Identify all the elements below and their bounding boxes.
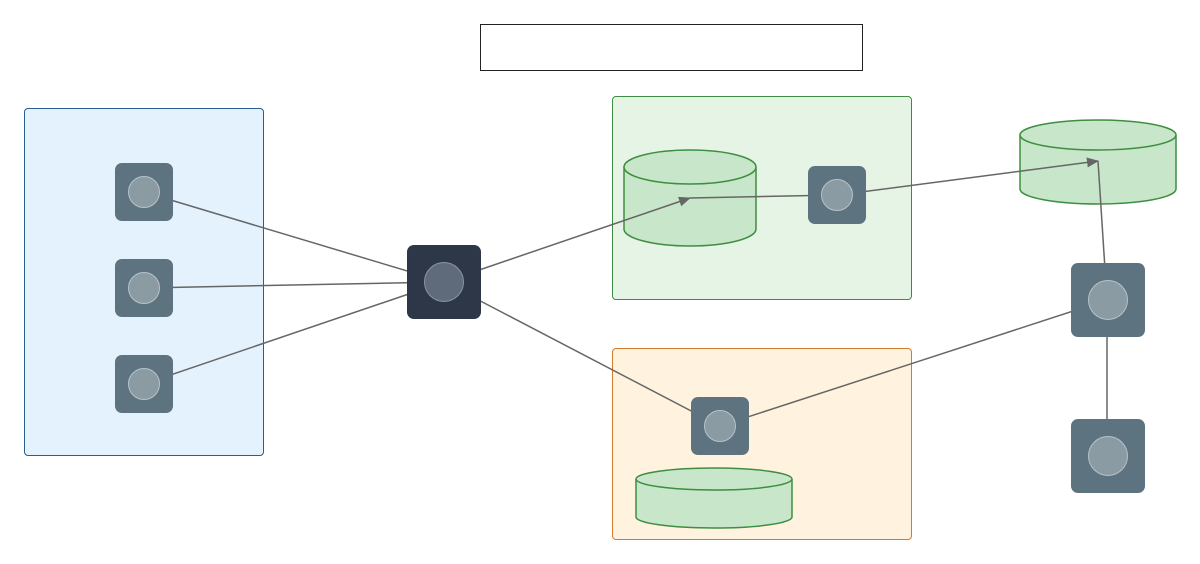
client-node-2-icon [128, 272, 160, 304]
client-node-2[interactable] [115, 259, 173, 317]
datastore-right [1019, 119, 1177, 205]
right-service-node[interactable] [1071, 263, 1145, 337]
storage-service-node[interactable] [808, 166, 866, 224]
diagram-title-box [480, 24, 863, 71]
client-node-1[interactable] [115, 163, 173, 221]
bottom-service-node[interactable] [1071, 419, 1145, 493]
storage-service-node-icon [821, 179, 853, 211]
client-node-3[interactable] [115, 355, 173, 413]
storage-group [612, 96, 912, 300]
right-service-node-icon [1088, 280, 1128, 320]
gateway-node-icon [424, 262, 464, 302]
processing-group [612, 348, 912, 540]
bottom-service-node-icon [1088, 436, 1128, 476]
client-node-1-icon [128, 176, 160, 208]
worker-node-icon [704, 410, 736, 442]
gateway-node[interactable] [407, 245, 481, 319]
worker-node[interactable] [691, 397, 749, 455]
client-node-3-icon [128, 368, 160, 400]
